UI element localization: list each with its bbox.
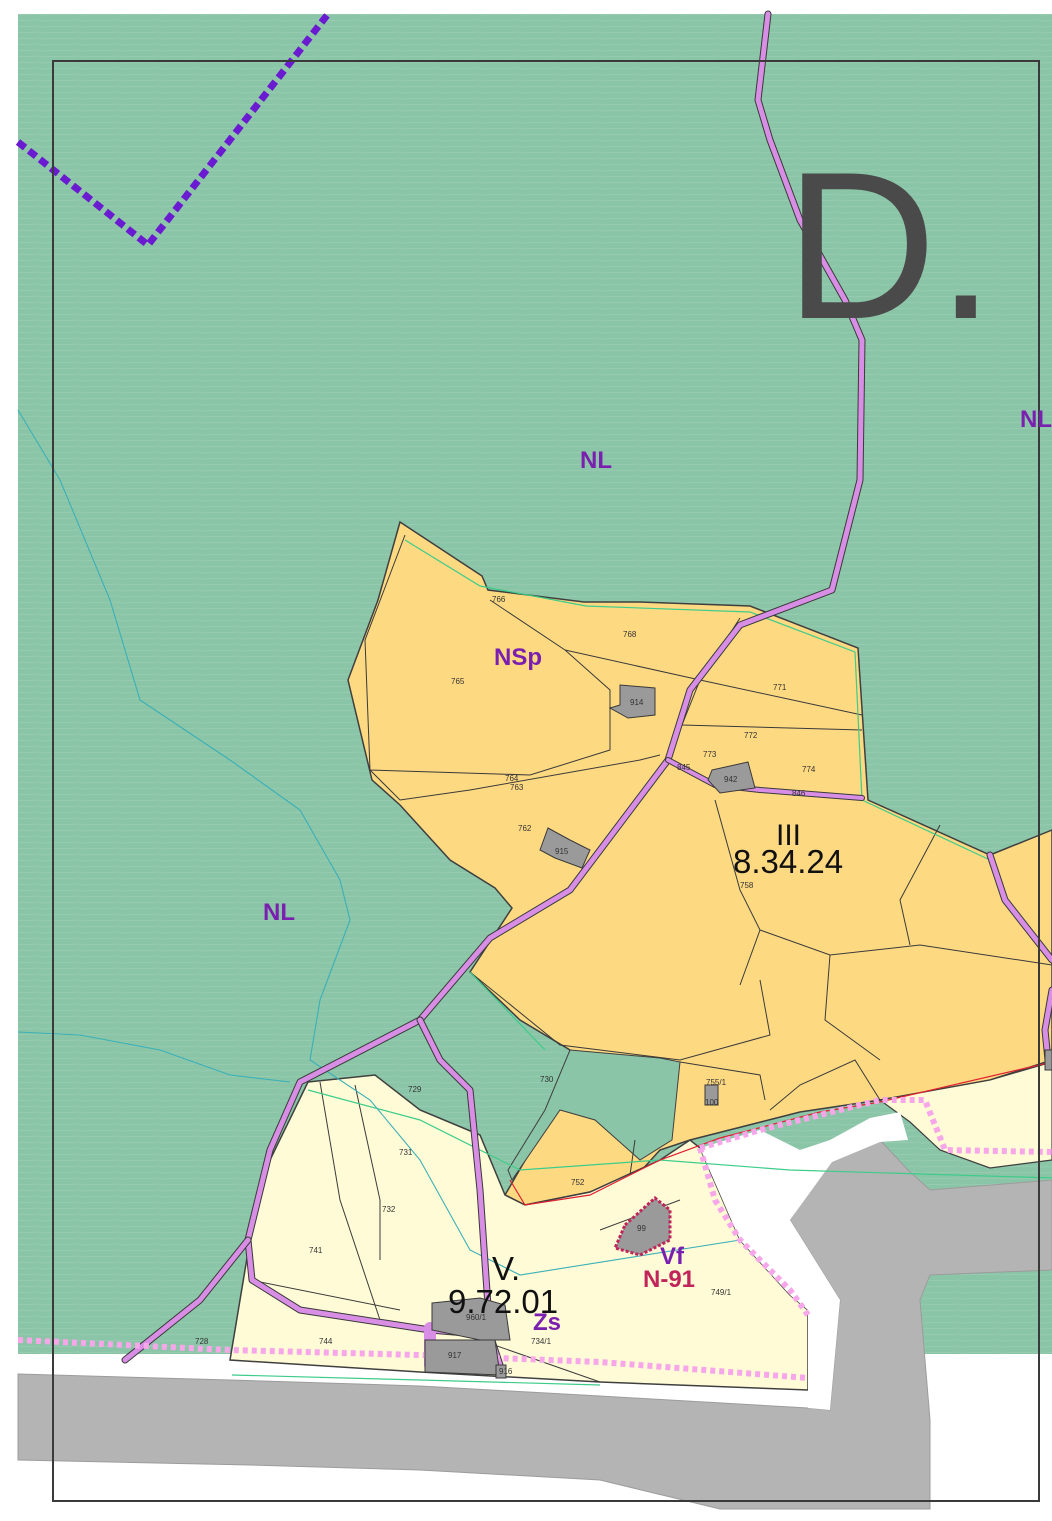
- parcel-773: 773: [703, 750, 717, 759]
- parcel-734-1: 734/1: [531, 1337, 552, 1346]
- parcel-762: 762: [518, 824, 532, 833]
- parcel-915: 915: [555, 847, 569, 856]
- zone-label-vf: Vf: [660, 1243, 685, 1270]
- map-frame: [52, 60, 1040, 1502]
- parcel-845: 845: [677, 763, 691, 772]
- parcel-916: 916: [499, 1367, 513, 1376]
- parcel-846: 846: [792, 789, 806, 798]
- parcel-744: 744: [319, 1337, 333, 1346]
- district-iii-number: 8.34.24: [733, 843, 843, 880]
- parcel-730: 730: [540, 1075, 554, 1084]
- district-v-roman: V.: [492, 1250, 520, 1287]
- parcel-732: 732: [382, 1205, 396, 1214]
- parcel-749-1: 749/1: [711, 1288, 732, 1297]
- stream-line: [17, 409, 741, 1276]
- parcel-763: 763: [510, 783, 524, 792]
- parcel-942: 942: [724, 775, 738, 784]
- buildings: [424, 684, 1052, 1379]
- left-margin: [0, 0, 18, 1521]
- road-main: [17, 1139, 1052, 1510]
- green-edge-line: [231, 539, 1052, 1386]
- parcel-772: 772: [744, 731, 758, 740]
- parcel-766: 766: [492, 595, 506, 604]
- parcel-765: 765: [451, 677, 465, 686]
- parcel-774: 774: [802, 765, 816, 774]
- vf-protected-area: [612, 1196, 672, 1257]
- parcel-764: 764: [505, 774, 519, 783]
- settlement-area-east: [878, 1061, 1052, 1169]
- zone-label-zs: Zs: [533, 1309, 561, 1336]
- road-white-edge: [700, 1112, 908, 1410]
- parcel-729: 729: [408, 1085, 422, 1094]
- parcel-917: 917: [448, 1351, 462, 1360]
- parcel-741: 741: [309, 1246, 323, 1255]
- parcel-99: 99: [637, 1224, 646, 1233]
- parcel-755-1: 755/1: [706, 1078, 727, 1087]
- zone-label-nl-top: NL: [580, 447, 612, 474]
- parcel-731: 731: [399, 1148, 413, 1157]
- stream-line-2: [17, 1031, 291, 1083]
- parcel-914: 914: [630, 698, 644, 707]
- district-v-number: 9.72.01: [448, 1283, 558, 1320]
- triangle-border-east: [697, 1147, 811, 1317]
- zone-label-nl-right: NL: [1020, 406, 1052, 433]
- forest-patch: [507, 1049, 681, 1182]
- parcel-960-1: 960/1: [466, 1313, 487, 1322]
- zone-label-nl-left: NL: [263, 899, 295, 926]
- parcel-758: 758: [740, 881, 754, 890]
- parcel-771: 771: [773, 683, 787, 692]
- parcel-752: 752: [571, 1178, 585, 1187]
- triangle-border-south: [17, 1337, 809, 1381]
- parcel-768: 768: [623, 630, 637, 639]
- zone-label-nsp: NSp: [494, 644, 542, 671]
- parcel-100: 100: [705, 1098, 719, 1107]
- district-iii-roman: III: [776, 819, 801, 852]
- parcel-728: 728: [195, 1337, 209, 1346]
- sheet-letter: D.: [785, 128, 995, 363]
- code-label-n91: N-91: [643, 1266, 695, 1293]
- top-margin: [0, 0, 1052, 14]
